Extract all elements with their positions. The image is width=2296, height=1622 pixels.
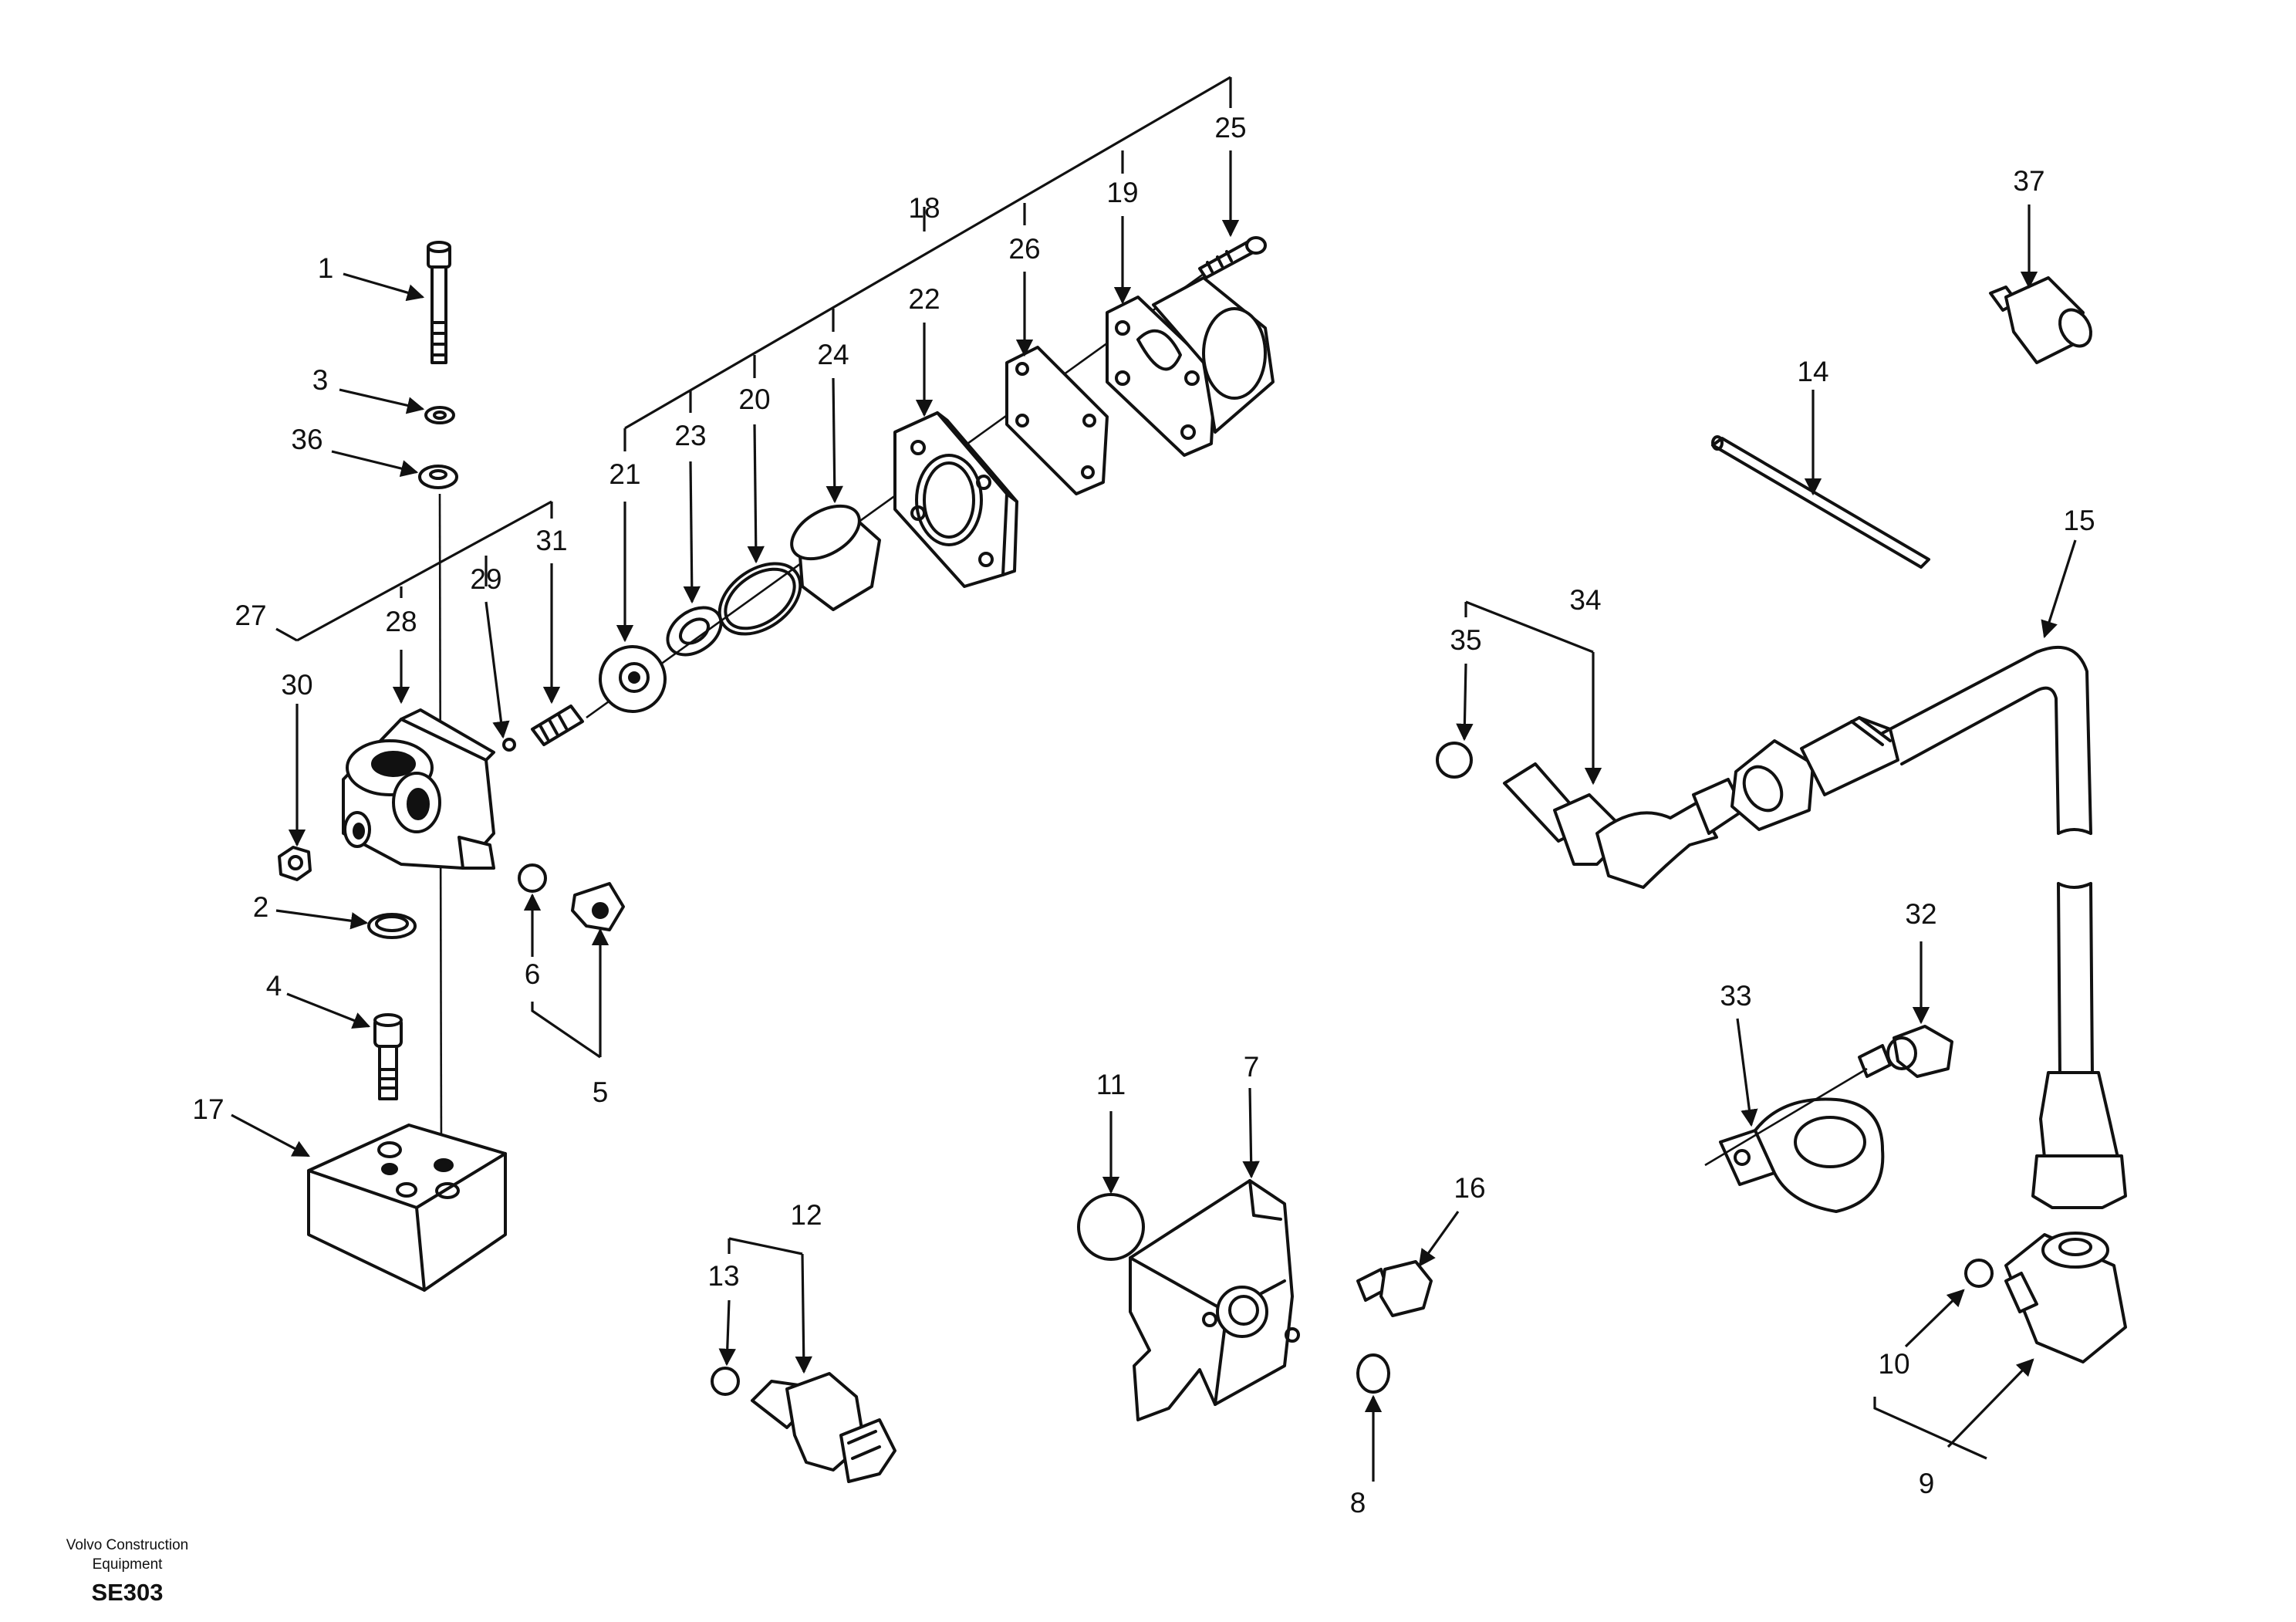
part-rod	[1711, 435, 1930, 569]
part-flange-plate	[893, 411, 1018, 588]
callout-9: 9	[1919, 1468, 1935, 1499]
footer-diagram-code: SE303	[91, 1579, 164, 1606]
part-spring-washer	[424, 406, 455, 424]
part-disc	[599, 645, 667, 713]
part-filter-head	[342, 708, 495, 870]
callout-8: 8	[1350, 1487, 1366, 1519]
callout-4: 4	[266, 970, 282, 1002]
callout-25: 25	[1214, 112, 1246, 144]
callout-30: 30	[281, 669, 312, 701]
part-plug	[518, 863, 625, 931]
callout-32: 32	[1905, 898, 1936, 930]
callout-14: 14	[1797, 356, 1828, 387]
part-filter-housing	[1106, 276, 1275, 457]
callout-37: 37	[2013, 165, 2044, 197]
part-elbow-adapter	[2004, 1232, 2127, 1363]
callout-26: 26	[1008, 233, 1040, 265]
callout-22: 22	[908, 283, 940, 315]
callout-27: 27	[235, 600, 266, 631]
part-fitting	[1989, 276, 2092, 364]
part-bolt	[427, 241, 451, 364]
part-nut	[278, 846, 312, 881]
part-hose-assembly	[1503, 645, 2127, 1209]
callout-36: 36	[291, 424, 322, 455]
callout-20: 20	[738, 384, 770, 415]
callout-6: 6	[525, 958, 541, 990]
part-bolt-32	[1858, 1025, 1953, 1078]
callout-5: 5	[593, 1076, 609, 1108]
callout-33: 33	[1720, 980, 1751, 1012]
part-screw-25	[1198, 236, 1267, 279]
part-mounting-block	[307, 1124, 507, 1292]
callout-7: 7	[1244, 1051, 1260, 1083]
callout-13: 13	[707, 1260, 739, 1292]
part-ball	[502, 738, 516, 752]
part-o-ring-35	[1436, 742, 1473, 779]
callout-31: 31	[535, 525, 567, 556]
part-o-ring-10	[1964, 1259, 1994, 1288]
callout-3: 3	[312, 364, 329, 396]
callout-15: 15	[2063, 505, 2095, 536]
callout-28: 28	[385, 606, 417, 637]
callout-21: 21	[609, 458, 640, 490]
callout-29: 29	[470, 563, 501, 595]
callout-10: 10	[1878, 1348, 1909, 1380]
callout-12: 12	[790, 1199, 822, 1231]
footer-company: Volvo Construction Equipment	[31, 1536, 224, 1574]
footer-company-line1: Volvo Construction	[66, 1537, 189, 1553]
callout-11: 11	[1096, 1069, 1126, 1100]
callout-19: 19	[1106, 177, 1138, 208]
callout-35: 35	[1450, 624, 1481, 656]
callout-18: 18	[908, 192, 940, 224]
part-pressure-sensor	[711, 1367, 896, 1483]
part-socket-screw	[373, 1013, 403, 1100]
callout-1: 1	[318, 252, 334, 284]
part-clamp	[1719, 1097, 1885, 1213]
part-o-ring-20	[718, 562, 802, 636]
callout-2: 2	[253, 891, 269, 923]
footer-company-line2: Equipment	[92, 1556, 163, 1573]
callout-24: 24	[817, 339, 849, 370]
callout-17: 17	[192, 1093, 224, 1125]
part-relief-valve	[531, 705, 584, 746]
callout-23: 23	[674, 420, 706, 451]
callout-16: 16	[1454, 1172, 1485, 1204]
callout-labels: 1 3 36 27 28 29 31 30 2 6 5 4 17 21 23 2…	[192, 112, 2095, 1519]
leader-lines	[231, 76, 2077, 1482]
part-gasket	[1005, 346, 1109, 495]
part-flat-washer	[418, 465, 458, 489]
part-o-ring	[367, 913, 417, 939]
callout-34: 34	[1569, 584, 1601, 616]
part-filter-cap	[790, 504, 881, 611]
part-valve-block	[1077, 1179, 1433, 1421]
